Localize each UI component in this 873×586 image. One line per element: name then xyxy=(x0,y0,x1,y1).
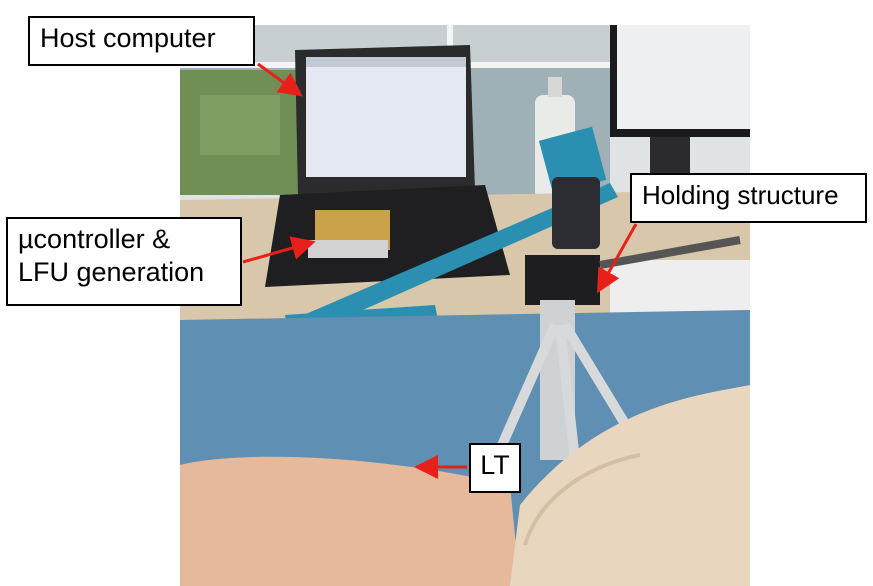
experiment-photo xyxy=(180,25,750,586)
label-host-computer: Host computer xyxy=(28,16,255,66)
label-lt-text: LT xyxy=(480,450,510,480)
label-ucontroller: µcontroller & LFU generation xyxy=(6,217,242,306)
arrow-ucontroller xyxy=(242,236,316,264)
label-lt: LT xyxy=(469,443,521,493)
label-ucontroller-line2: LFU generation xyxy=(18,257,205,287)
label-holding-structure: Holding structure xyxy=(630,173,867,223)
label-ucontroller-line1: µcontroller & xyxy=(18,224,171,254)
arrow-holding-structure xyxy=(597,223,638,294)
label-holding-structure-text: Holding structure xyxy=(642,180,839,210)
photo-scene xyxy=(180,25,750,586)
arrow-host-computer xyxy=(257,62,303,97)
label-host-computer-text: Host computer xyxy=(40,23,216,53)
